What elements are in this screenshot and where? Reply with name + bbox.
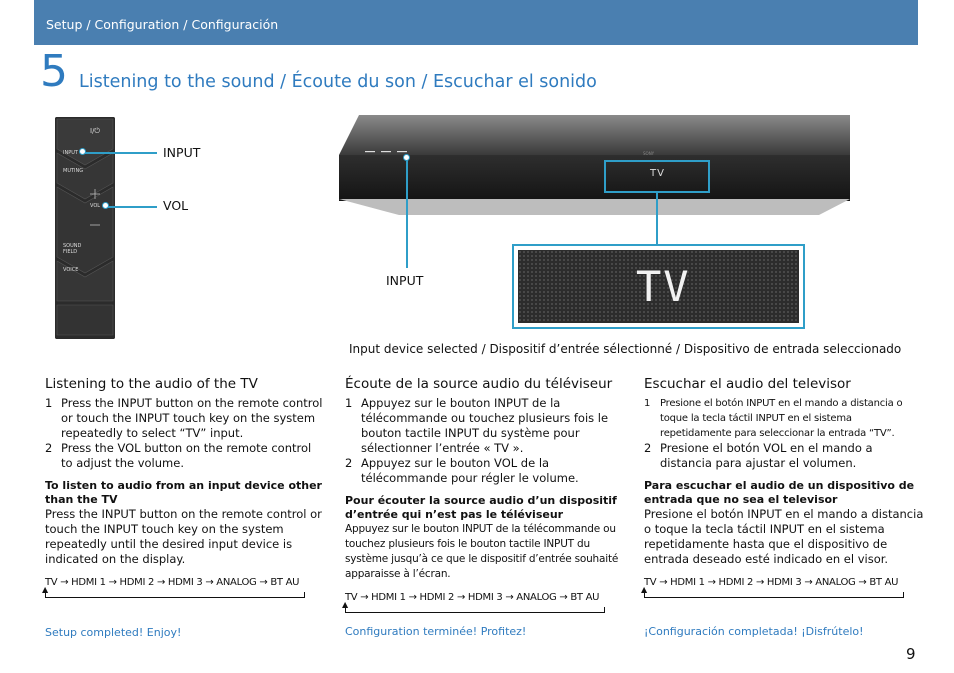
remote-muting-label: MUTING bbox=[63, 168, 84, 174]
soundbar-display-text: TV bbox=[650, 168, 665, 179]
remote-vol-label: VOL bbox=[90, 203, 101, 209]
section-title: Escuchar el audio del televisor bbox=[644, 376, 851, 392]
list-item: 1 Press the INPUT button on the remote co… bbox=[45, 396, 325, 441]
soundbar-graphic bbox=[339, 115, 850, 215]
display-zoom-connector bbox=[656, 193, 658, 245]
subsection-text: Press the INPUT button on the remote con… bbox=[45, 507, 322, 566]
section-title: Listening to the audio of the TV bbox=[45, 376, 258, 392]
input-sequence: TV → HDMI 1 → HDMI 2 → HDMI 3 → ANALOG →… bbox=[644, 577, 899, 588]
subsection-text: Appuyez sur le bouton INPUT de la téléco… bbox=[345, 523, 619, 580]
soundbar-illustration: SONY bbox=[339, 115, 850, 215]
sony-logo-text: SONY bbox=[643, 151, 655, 156]
section-title: Écoute de la source audio du téléviseur bbox=[345, 376, 613, 392]
sequence-loop-arrow: ▲ bbox=[641, 586, 904, 602]
step-text: Presione el botón VOL en el mando a dist… bbox=[660, 441, 873, 470]
soundbar-input-callout-line bbox=[406, 158, 408, 268]
display-zoom-text: TV bbox=[636, 262, 691, 311]
step-index: 1 bbox=[644, 398, 651, 409]
subsection-text: Presione el botón INPUT en el mando a di… bbox=[644, 507, 924, 566]
display-zoom-panel: TV bbox=[518, 250, 799, 323]
remote-input-label: INPUT bbox=[63, 150, 78, 156]
page-title: Listening to the sound / Écoute du son /… bbox=[79, 72, 597, 92]
input-sequence: TV → HDMI 1 → HDMI 2 → HDMI 3 → ANALOG →… bbox=[345, 592, 600, 603]
step-index: 2 bbox=[644, 441, 652, 455]
soundbar-input-callout-label: INPUT bbox=[386, 273, 424, 288]
column-french: Écoute de la source audio du téléviseur … bbox=[342, 376, 625, 617]
list-item: 2 Appuyez sur le bouton VOL de la télécom… bbox=[345, 456, 625, 486]
setup-complete-message: Configuration terminée! Profitez! bbox=[345, 625, 527, 638]
list-item: 2 Press the VOL button on the remote cont… bbox=[45, 441, 325, 471]
step-index: 2 bbox=[45, 441, 53, 455]
remote-voice-label: VOICE bbox=[63, 267, 79, 273]
header-bar: Setup / Configuration / Configuración bbox=[34, 0, 918, 45]
setup-complete-message: ¡Configuración completada! ¡Disfrútelo! bbox=[644, 625, 864, 638]
subsection-title: To listen to audio from an input device … bbox=[45, 479, 322, 506]
setup-complete-message: Setup completed! Enjoy! bbox=[45, 626, 182, 639]
step-index: 1 bbox=[345, 396, 353, 410]
step-text: Press the VOL button on the remote contr… bbox=[61, 441, 312, 470]
step-index: 1 bbox=[45, 396, 53, 410]
list-item: 1 Appuyez sur le bouton INPUT de la téléc… bbox=[345, 396, 625, 456]
page-number: 9 bbox=[906, 645, 916, 663]
subsection-title: Para escuchar el audio de un dispositivo… bbox=[644, 479, 915, 506]
list-item: 2 Presione el botón VOL en el mando a dis… bbox=[644, 441, 924, 471]
power-label: I/⏻ bbox=[90, 127, 100, 135]
sequence-loop-arrow: ▲ bbox=[42, 586, 305, 602]
step-text: Appuyez sur le bouton VOL de la télécomm… bbox=[361, 456, 579, 485]
step-index: 2 bbox=[345, 456, 353, 470]
remote-sound-field-label: SOUND FIELD bbox=[63, 243, 82, 255]
remote-buttons-graphic bbox=[55, 117, 115, 339]
input-callout-dot bbox=[79, 148, 86, 155]
remote-control-illustration: I/⏻ INPUT MUTING VOL SOUND FIELD VOICE bbox=[55, 117, 115, 339]
sequence-loop-arrow: ▲ bbox=[342, 601, 605, 617]
display-highlight-box: TV bbox=[604, 160, 710, 193]
soundbar-input-callout-dot bbox=[403, 154, 410, 161]
input-callout-label: INPUT bbox=[163, 145, 201, 160]
input-callout-line bbox=[82, 152, 157, 154]
step-number: 5 bbox=[40, 46, 68, 97]
step-text: Press the INPUT button on the remote con… bbox=[61, 396, 323, 440]
vol-callout-dot bbox=[102, 202, 109, 209]
display-caption: Input device selected / Dispositif d’ent… bbox=[349, 342, 902, 356]
step-text: Presione el botón INPUT en el mando a di… bbox=[660, 398, 903, 439]
step-text: Appuyez sur le bouton INPUT de la téléco… bbox=[361, 396, 609, 455]
vol-callout-line bbox=[106, 206, 157, 208]
input-sequence: TV → HDMI 1 → HDMI 2 → HDMI 3 → ANALOG →… bbox=[45, 577, 300, 588]
vol-callout-label: VOL bbox=[163, 198, 189, 213]
breadcrumb: Setup / Configuration / Configuración bbox=[46, 17, 279, 32]
display-zoom-box: TV bbox=[512, 244, 805, 329]
list-item: 1 Presione el botón INPUT en el mando a d… bbox=[644, 396, 924, 441]
subsection-title: Pour écouter la source audio d’un dispos… bbox=[345, 494, 617, 521]
